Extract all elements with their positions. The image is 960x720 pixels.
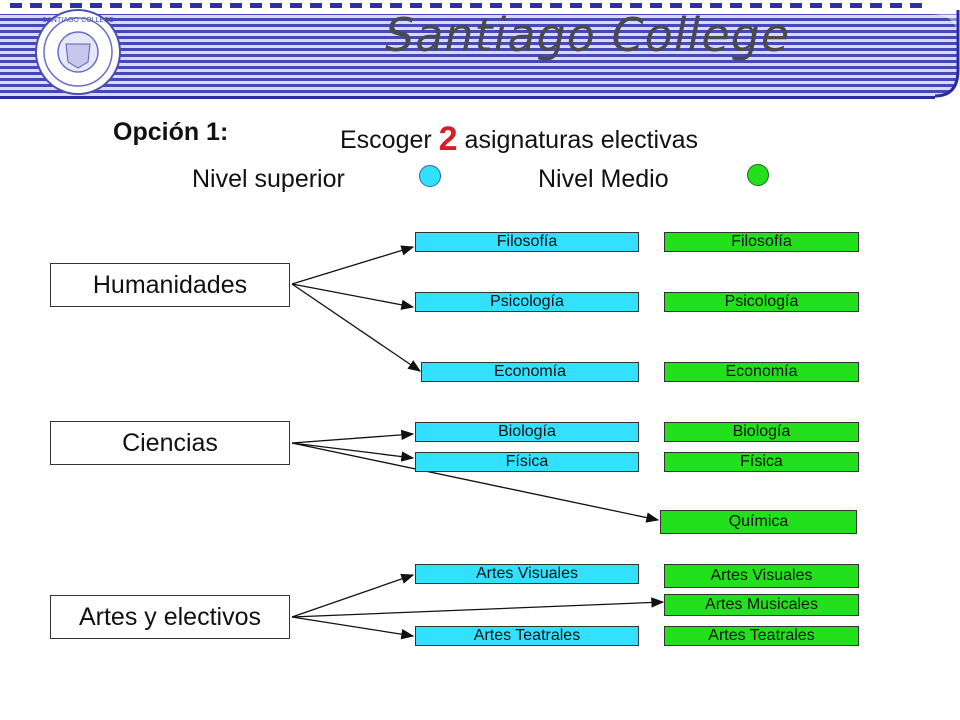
arrow-humanidades-psicologia bbox=[291, 283, 415, 310]
hl-artes-teatrales: Artes Teatrales bbox=[415, 626, 639, 646]
category-humanidades: Humanidades bbox=[50, 263, 290, 307]
arrow-humanidades-economia bbox=[291, 283, 422, 372]
arrow-ciencias-biologia bbox=[291, 429, 415, 444]
college-seal-icon: SANTIAGO COLLEGE bbox=[35, 9, 121, 95]
hl-fisica: Física bbox=[415, 452, 639, 472]
option-text-after: asignaturas electivas bbox=[464, 126, 699, 154]
option-heading: Escoger 2 asignaturas electivas bbox=[340, 118, 699, 158]
legend-medio-label: Nivel Medio bbox=[538, 165, 669, 193]
arrow-ciencias-fisica bbox=[291, 442, 415, 462]
sl-psicologia: Psicología bbox=[664, 292, 859, 312]
sl-artes-musicales: Artes Musicales bbox=[664, 594, 859, 616]
legend-superior-dot bbox=[419, 165, 441, 187]
option-label: Opción 1: bbox=[113, 118, 229, 146]
sl-biologia: Biología bbox=[664, 422, 859, 442]
option-number: 2 bbox=[438, 120, 458, 158]
arrow-artes-musicales bbox=[291, 597, 665, 618]
option-text-before: Escoger bbox=[340, 126, 432, 154]
sl-quimica: Química bbox=[660, 510, 857, 534]
sl-artes-teatrales: Artes Teatrales bbox=[664, 626, 859, 646]
hl-biologia: Biología bbox=[415, 422, 639, 442]
hl-artes-visuales: Artes Visuales bbox=[415, 564, 639, 584]
hl-psicologia: Psicología bbox=[415, 292, 639, 312]
hl-economia: Economía bbox=[421, 362, 639, 382]
sl-artes-visuales: Artes Visuales bbox=[664, 564, 859, 588]
category-ciencias: Ciencias bbox=[50, 421, 290, 465]
category-artes: Artes y electivos bbox=[50, 595, 290, 639]
hl-filosofia: Filosofía bbox=[415, 232, 639, 252]
sl-fisica: Física bbox=[664, 452, 859, 472]
arrow-humanidades-filosofia bbox=[291, 245, 415, 285]
header-banner: SANTIAGO COLLEGE bbox=[0, 0, 960, 110]
arrow-artes-teatrales bbox=[291, 616, 415, 640]
legend-superior-label: Nivel superior bbox=[192, 165, 345, 193]
sl-filosofia: Filosofía bbox=[664, 232, 859, 252]
college-name: Santiago College bbox=[385, 8, 791, 62]
arrow-artes-visuales bbox=[291, 573, 415, 618]
sl-economia: Economía bbox=[664, 362, 859, 382]
legend-medio-dot bbox=[747, 164, 769, 186]
svg-text:SANTIAGO COLLEGE: SANTIAGO COLLEGE bbox=[42, 16, 113, 24]
